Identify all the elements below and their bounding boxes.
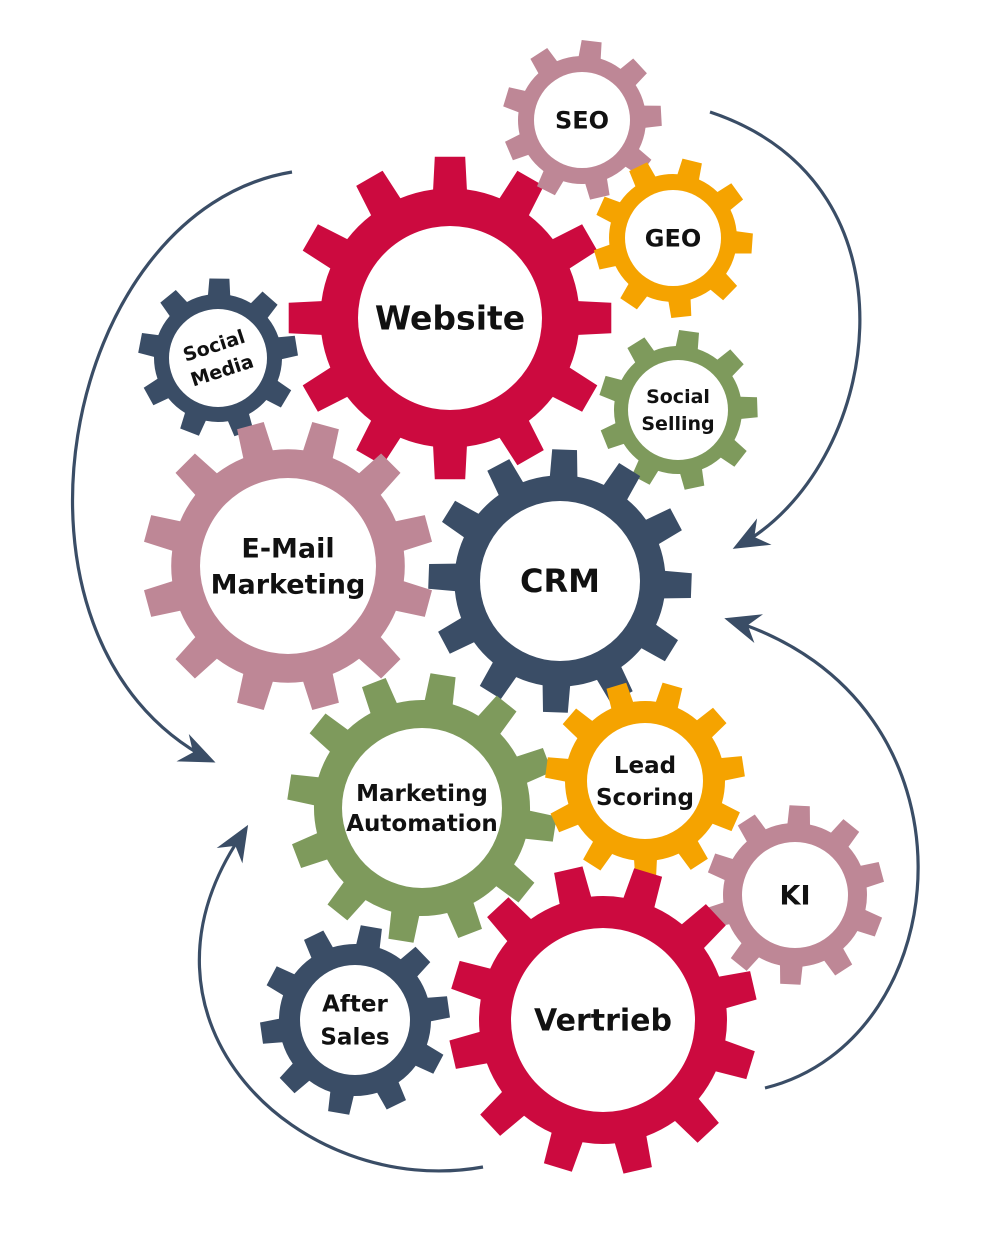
gear-seo-label: SEO	[555, 106, 609, 134]
gear-social-media: SocialMedia	[138, 278, 298, 437]
gear-after-sales-label-line: Sales	[320, 1025, 389, 1051]
gear-geo-hub	[625, 190, 721, 286]
gear-ki: KI	[706, 805, 884, 985]
gear-vertrieb-label: Vertrieb	[534, 1004, 672, 1039]
gear-lead-scoring-label-line: Lead	[614, 753, 676, 779]
gear-email-marketing-hub	[200, 478, 376, 654]
gear-seo: SEO	[503, 40, 662, 200]
gear-ki-hub	[742, 842, 848, 948]
gear-crm: CRM	[428, 449, 692, 713]
arrow-vertrieb-to-automation	[197, 829, 484, 1173]
arrowhead-vertrieb-to-crm	[724, 614, 763, 643]
gear-ki-label-line: KI	[780, 881, 811, 912]
gear-lead-scoring-hub	[587, 723, 703, 839]
gear-vertrieb: Vertrieb	[449, 866, 757, 1174]
gear-website-label: Website	[375, 299, 525, 338]
gear-social-selling-hub	[628, 360, 728, 460]
gear-social-media-hub	[169, 309, 267, 407]
arrow-social-to-automation	[70, 170, 293, 762]
gear-after-sales-label-line: After	[322, 992, 388, 1018]
gear-crm-label: CRM	[520, 562, 600, 600]
gear-website-hub	[358, 226, 542, 410]
gear-website: Website	[288, 156, 612, 480]
gear-email-marketing-label-line: Marketing	[211, 570, 366, 601]
arrow-vertrieb-to-crm	[729, 618, 920, 1090]
gear-email-marketing-label-line: E-Mail	[241, 534, 334, 565]
arrows-layer	[70, 110, 920, 1173]
gear-social-selling-label-line: Social	[646, 386, 710, 408]
gear-geo-label: GEO	[645, 224, 702, 252]
gear-after-sales-hub	[300, 965, 410, 1075]
arrowhead-vertrieb-to-automation	[216, 824, 249, 864]
arrow-seo-to-crm	[709, 110, 862, 548]
arrowhead-social-to-automation	[176, 734, 216, 763]
gear-marketing-automation-hub	[342, 728, 502, 888]
gear-vertrieb-hub	[511, 928, 695, 1112]
gear-crm-label-line: CRM	[520, 562, 600, 600]
gear-lead-scoring-label-line: Scoring	[596, 785, 694, 811]
arrowhead-seo-to-crm	[732, 518, 772, 549]
gear-ki-label: KI	[780, 881, 811, 912]
gear-geo-label-line: GEO	[645, 224, 702, 252]
gear-website-label-line: Website	[375, 299, 525, 338]
gear-seo-label-line: SEO	[555, 106, 609, 134]
gear-marketing-automation-label-line: Automation	[346, 811, 498, 837]
gear-marketing-automation-label-line: Marketing	[356, 781, 488, 807]
gear-seo-hub	[534, 72, 630, 168]
gear-social-selling-label-line: Selling	[641, 413, 714, 435]
gear-crm-hub	[480, 501, 640, 661]
gear-vertrieb-label-line: Vertrieb	[534, 1004, 672, 1039]
gear-geo: GEO	[593, 158, 753, 318]
